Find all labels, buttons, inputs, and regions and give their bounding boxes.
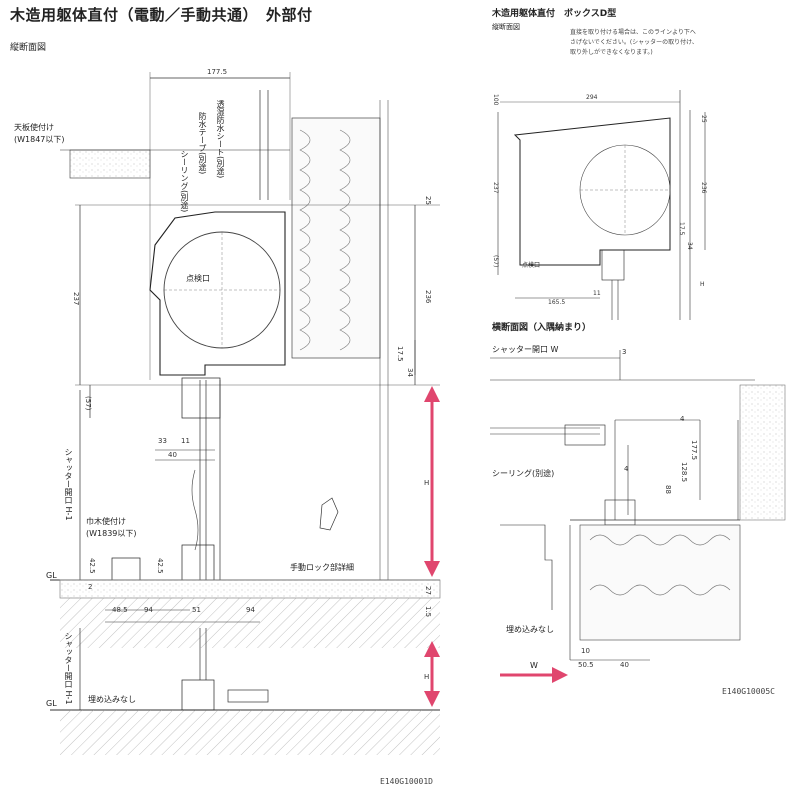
dim-17-5: 17.5 xyxy=(396,346,404,362)
dim-11: 11 xyxy=(181,437,190,445)
dim-42-5-b: 42.5 xyxy=(156,558,164,574)
dim-33: 33 xyxy=(158,437,167,445)
opening-w-label: シャッター開口 W xyxy=(492,345,559,354)
h-label-1: H xyxy=(424,479,430,487)
h-label-2: H xyxy=(424,673,430,681)
dim-42-5-a: 42.5 xyxy=(88,558,96,574)
rb-dim-177-5: 177.5 xyxy=(690,440,698,461)
rt-dim-236: 236 xyxy=(700,182,707,194)
right-bottom-title: 横断面図（入隅納まり） xyxy=(492,323,592,333)
dim-94-b: 94 xyxy=(246,606,255,614)
rb-dim-88: 88 xyxy=(664,485,672,494)
rb-dim-4-a: 4 xyxy=(680,415,685,423)
note-line-1: 直接を取り付ける場合は、このラインより下へ xyxy=(570,29,696,36)
rt-dim-100: 100 xyxy=(492,94,499,106)
dim-48-5: 48.5 xyxy=(112,606,128,614)
rb-dim-128-5: 128.5 xyxy=(680,462,688,483)
dim-40: 40 xyxy=(168,451,177,459)
right-drawing-code: E140G10005C xyxy=(722,687,775,696)
rt-dim-17-5: 17.5 xyxy=(678,222,685,236)
left-section-drawing xyxy=(50,72,441,755)
rt-dim-165-5: 165.5 xyxy=(548,299,566,306)
dim-236: 236 xyxy=(424,290,432,304)
habaki-callout: 巾木使付け xyxy=(86,517,126,526)
waterproof-tape-callout: 防水テープ(別途) xyxy=(198,112,207,175)
rt-dim-34: 34 xyxy=(686,242,693,250)
rt-dim-294: 294 xyxy=(586,94,598,101)
rt-dim-237: 237 xyxy=(492,182,499,194)
rb-dim-4-b: 4 xyxy=(624,465,629,473)
height-arrows xyxy=(424,386,568,707)
page-title: 木造用躯体直付（電動／手動共通） 外部付 xyxy=(10,6,313,24)
dim-1-5: 1.5 xyxy=(424,606,432,618)
gl-label-1: GL xyxy=(46,571,57,580)
no-embed-label: 埋め込みなし xyxy=(88,695,136,704)
rb-dim-50-5: 50.5 xyxy=(578,661,594,669)
dim-57: (57) xyxy=(84,396,92,411)
rt-dim-25: 25 xyxy=(700,115,707,123)
dim-34: 34 xyxy=(406,368,414,377)
rb-no-embed: 埋め込みなし xyxy=(506,625,554,634)
gl-label-2: GL xyxy=(46,699,57,708)
rb-w-label: W xyxy=(530,661,538,670)
rt-dim-57: (57) xyxy=(492,255,499,268)
dim-25: 25 xyxy=(424,196,432,205)
dim-177-5: 177.5 xyxy=(207,68,228,76)
right-bottom-drawing xyxy=(490,350,786,661)
right-top-title: 木造用躯体直付 ボックスD型 xyxy=(492,9,617,19)
dim-237: 237 xyxy=(72,292,80,306)
tenban-note: (W1847以下) xyxy=(14,135,65,144)
dim-94-a: 94 xyxy=(144,606,153,614)
note-line-2: さげないでください。(シャッターの取り付け、 xyxy=(570,39,698,46)
inspection-callout: 点検口 xyxy=(186,274,210,283)
right-top-section-label: 縦断面図 xyxy=(492,23,520,31)
rb-sealing: シーリング(別途) xyxy=(492,469,555,478)
rt-inspection: 点検口 xyxy=(522,262,541,269)
left-section-label: 縦断面図 xyxy=(10,43,47,53)
rb-dim-10: 10 xyxy=(581,647,590,655)
left-drawing-code: E140G10001D xyxy=(380,777,433,786)
right-top-drawing xyxy=(497,90,706,320)
tenban-callout: 天板使付け xyxy=(14,123,54,132)
opening-h-label: シャッター開口 H-1 xyxy=(64,448,73,521)
manual-lock-callout: 手動ロック部詳細 xyxy=(290,563,354,572)
note-line-3: 取り外しができなくなります。) xyxy=(570,49,653,56)
dim-27: 27 xyxy=(424,586,432,595)
dim-2: 2 xyxy=(88,583,93,591)
dim-51: 51 xyxy=(192,606,201,614)
rb-dim-3: 3 xyxy=(622,348,627,356)
rb-dim-40: 40 xyxy=(620,661,629,669)
opening-h2-label: シャッター開口 H-1 xyxy=(64,632,73,705)
breathable-sheet-callout: 透湿防水シート(別途) xyxy=(216,100,225,179)
rt-h: H xyxy=(700,281,705,288)
habaki-note: (W1839以下) xyxy=(86,529,137,538)
sealing-callout: シーリング(別途) xyxy=(180,150,189,213)
rt-dim-11: 11 xyxy=(593,290,601,297)
